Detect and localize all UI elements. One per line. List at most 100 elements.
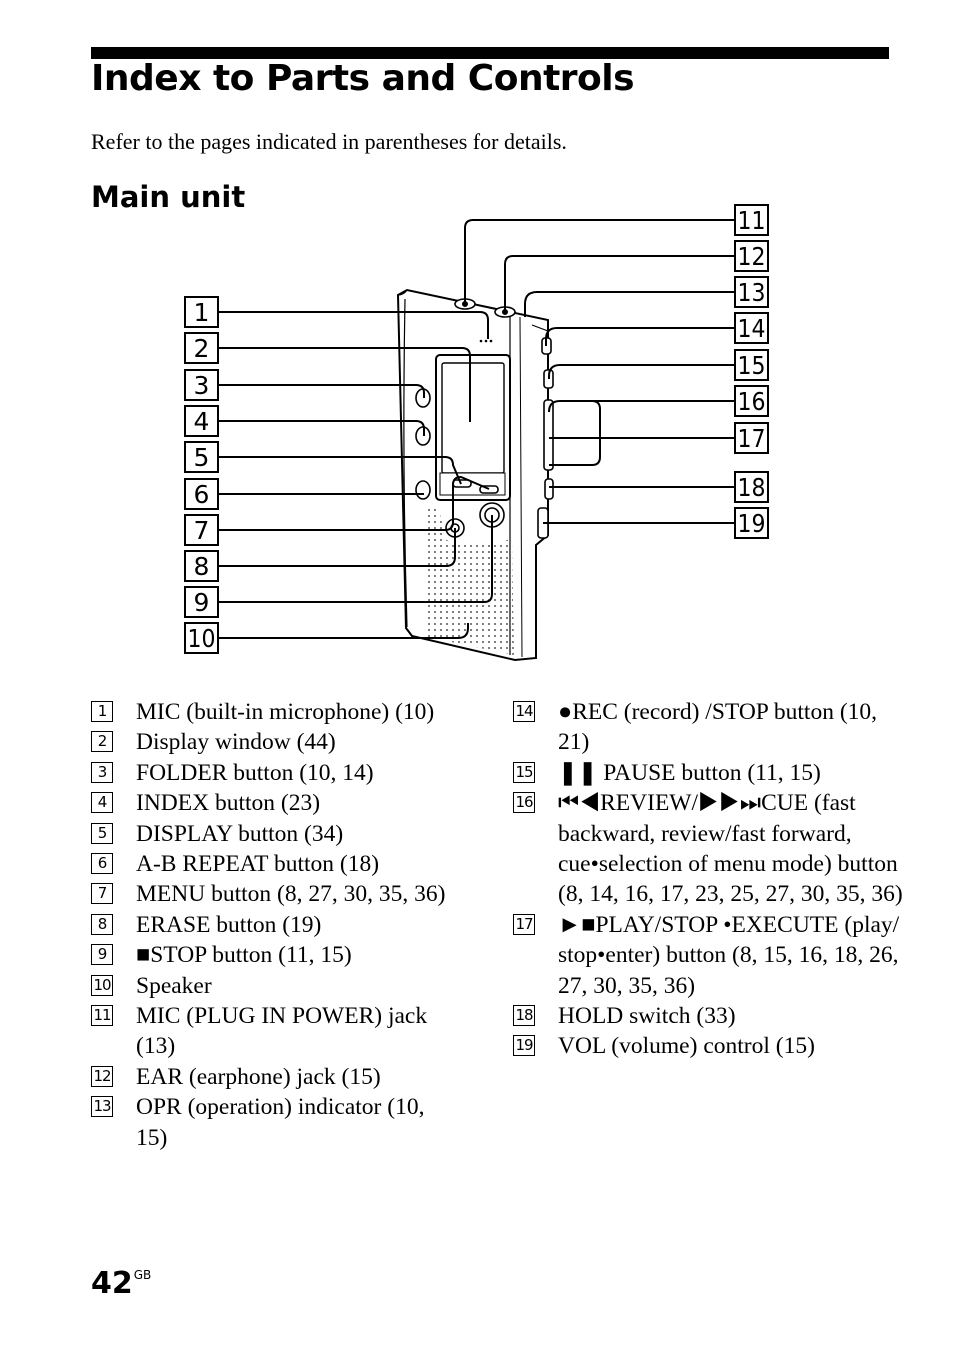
callout-label: 9 [194, 588, 210, 617]
callout-label: 18 [738, 473, 766, 502]
part-item-10: 10 Speaker [91, 971, 461, 1001]
part-number-box: 13 [91, 1096, 113, 1118]
part-description: MIC (PLUG IN POWER) jack (13) [136, 1003, 428, 1060]
callout-label: 16 [738, 387, 766, 416]
parts-list-left: 1 MIC (built-in microphone) (10) 2 Display … [91, 697, 461, 1153]
part-description: ►■PLAY/STOP •EXECUTE (play/ stop•enter) … [558, 911, 900, 999]
callout-label: 10 [188, 624, 216, 653]
part-number-box: 3 [91, 761, 113, 783]
part-number-box: 8 [91, 913, 113, 935]
callout-lines [218, 219, 735, 639]
callout-6: 6 [184, 478, 219, 510]
callout-5: 5 [184, 441, 219, 473]
callout-8: 8 [184, 550, 219, 582]
part-number-box: 10 [91, 974, 113, 996]
part-item-3: 3 FOLDER button (10, 14) [91, 758, 461, 788]
part-description: ●REC (record) /STOP button (10, 21) [558, 699, 878, 756]
title-rule [91, 47, 889, 59]
speaker-grill [426, 505, 514, 655]
part-item-11: 11 MIC (PLUG IN POWER) jack (13) [91, 1001, 461, 1062]
part-item-6: 6 A-B REPEAT button (18) [91, 849, 461, 879]
callout-9: 9 [184, 586, 219, 618]
part-item-15: 15 ❚❚ PAUSE button (11, 15) [513, 758, 903, 788]
page-suffix: GB [133, 1268, 152, 1282]
part-number-box: 18 [513, 1005, 535, 1027]
part-description: INDEX button (23) [136, 790, 321, 817]
callout-label: 17 [738, 424, 766, 453]
part-number-box: 1 [91, 701, 113, 722]
part-description: MIC (built-in microphone) (10) [136, 699, 435, 725]
part-item-9: 9■STOP button (11, 15) [91, 940, 461, 970]
callout-18: 18 [734, 471, 769, 503]
section-title-main-unit: Main unit [91, 180, 246, 214]
part-number-box: 6 [91, 853, 113, 875]
callout-label: 12 [738, 242, 766, 271]
part-number-box: 14 [513, 701, 535, 722]
part-number-box: 11 [91, 1005, 113, 1027]
side-controls [537, 337, 554, 539]
callout-16: 16 [734, 385, 769, 417]
callout-3: 3 [184, 369, 219, 401]
part-description: MENU button (8, 27, 30, 35, 36) [136, 881, 446, 908]
part-item-18: 18 HOLD switch (33) [513, 1001, 903, 1031]
page-number-value: 42 [91, 1266, 133, 1301]
part-description: ⏮◀REVIEW/▶▶⏭CUE (fast backward, review/f… [558, 790, 903, 908]
part-description: Display window (44) [136, 729, 336, 756]
part-item-14: 14 ●REC (record) /STOP button (10, 21) [513, 697, 903, 758]
part-description: ERASE button (19) [136, 911, 322, 938]
callout-label: 11 [738, 206, 766, 235]
callout-label: 15 [738, 351, 766, 380]
callout-17: 17 [734, 422, 769, 454]
callout-4: 4 [184, 405, 219, 437]
callout-label: 13 [738, 278, 766, 307]
part-description: OPR (operation) indicator (10, 15) [136, 1094, 425, 1151]
parts-list-right: 14 ●REC (record) /STOP button (10, 21) 15 ❚… [513, 697, 903, 1062]
callout-label: 5 [194, 443, 210, 472]
part-item-2: 2 Display window (44) [91, 727, 461, 757]
part-item-5: 5 DISPLAY button (34) [91, 819, 461, 849]
callout-12: 12 [734, 240, 769, 272]
callout-label: 1 [194, 298, 210, 327]
part-item-17: 17►■PLAY/STOP •EXECUTE (play/ stop•enter… [513, 910, 903, 1001]
callout-19: 19 [734, 507, 769, 539]
part-description: ❚❚ PAUSE button (11, 15) [558, 759, 821, 786]
callout-label: 7 [194, 516, 210, 545]
page-number: 42GB [91, 1266, 151, 1301]
part-description: Speaker [136, 972, 212, 999]
part-description: A-B REPEAT button (18) [136, 851, 380, 878]
callout-1: 1 [184, 296, 219, 328]
part-description: ■STOP button (11, 15) [136, 942, 352, 969]
part-item-19: 19 VOL (volume) control (15) [513, 1031, 903, 1061]
part-item-7: 7 MENU button (8, 27, 30, 35, 36) [91, 879, 461, 909]
callout-15: 15 [734, 349, 769, 381]
part-item-16: 16 ⏮◀REVIEW/▶▶⏭CUE (fast backward, review… [513, 788, 903, 910]
part-number-box: 5 [91, 822, 113, 844]
part-description: HOLD switch (33) [558, 1003, 736, 1030]
part-number-box: 2 [91, 731, 113, 753]
part-number-box: 19 [513, 1035, 535, 1057]
part-description: VOL (volume) control (15) [558, 1033, 815, 1060]
callout-label: 8 [194, 552, 210, 581]
callout-label: 3 [194, 371, 210, 400]
callout-14: 14 [734, 312, 769, 344]
part-number-box: 15 [513, 761, 535, 783]
intro-text: Refer to the pages indicated in parenthe… [91, 129, 567, 154]
part-number-box: 16 [513, 792, 535, 814]
callout-label: 6 [194, 480, 210, 509]
part-description: EAR (earphone) jack (15) [136, 1063, 381, 1090]
part-description: FOLDER button (10, 14) [136, 759, 374, 786]
page-title: Index to Parts and Controls [91, 58, 635, 99]
part-item-8: 8 ERASE button (19) [91, 910, 461, 940]
part-item-4: 4 INDEX button (23) [91, 788, 461, 818]
mic-dots [479, 339, 493, 343]
callout-label: 4 [194, 407, 210, 436]
callout-7: 7 [184, 514, 219, 546]
part-number-box: 4 [91, 792, 113, 814]
part-description: DISPLAY button (34) [136, 820, 344, 847]
callout-label: 2 [194, 334, 210, 363]
callout-2: 2 [184, 332, 219, 364]
part-number-box: 7 [91, 883, 113, 905]
